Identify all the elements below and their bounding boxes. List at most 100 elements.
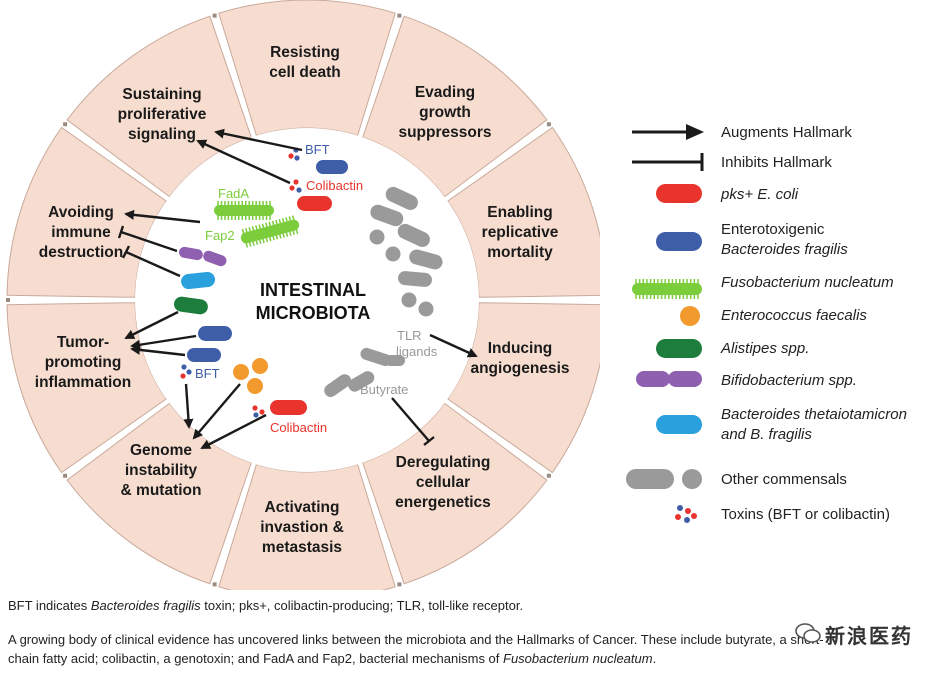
segment-divider-mark	[546, 122, 551, 127]
hallmark-label-evading-growth-suppressors: suppressors	[398, 124, 491, 141]
fusobacterium-icon	[632, 279, 702, 299]
etbf-icon	[656, 232, 702, 251]
legend-text: Other commensals	[721, 471, 847, 488]
footnote-text: Fusobacterium nucleatum	[503, 651, 653, 666]
hallmark-label-resisting-cell-death: Resisting	[270, 44, 340, 61]
legend-text: Alistipes spp.	[721, 340, 810, 357]
segment-divider-mark	[397, 13, 402, 18]
hallmark-label-genome-instability-mutation: Genome	[130, 442, 192, 459]
inhibit-icon	[632, 153, 704, 171]
segment-divider-mark	[63, 122, 68, 127]
hallmark-label-genome-instability-mutation: & mutation	[121, 482, 202, 499]
legend-text: Enterococcus faecalis	[721, 307, 867, 324]
footnote-text: Bacteroides fragilis	[90, 598, 201, 613]
legend-item-alistipes: Alistipes spp.	[626, 336, 941, 376]
pks-ecoli-bacterium	[297, 196, 332, 211]
hallmark-label-enabling-replicative-mortality: Enabling	[487, 204, 552, 221]
hallmark-label-inducing-angiogenesis: Inducing	[488, 340, 553, 357]
commensals-icon	[626, 469, 702, 489]
legend-item-fusobacterium: Fusobacterium nucleatum	[626, 270, 941, 310]
etbf-bacterium	[198, 326, 232, 341]
legend-item-commensals: Other commensals	[626, 466, 941, 506]
footnote-line1: BFT indicates Bacteroides fragilis toxin…	[8, 596, 523, 615]
segment-divider-mark	[212, 582, 217, 587]
bft-label-bottom: BFT	[195, 366, 220, 381]
watermark: 新浪医药	[795, 614, 945, 654]
segment-divider-mark	[63, 473, 68, 478]
hallmark-label-tumor-promoting-inflammation: Tumor-	[57, 334, 109, 351]
arrow-icon	[632, 124, 704, 140]
fusobacterium-bacterium	[214, 201, 274, 220]
legend-text: Fusobacterium nucleatum	[721, 274, 894, 291]
legend-text: Augments Hallmark	[721, 124, 852, 141]
segment-divider-mark	[212, 13, 217, 18]
legend-item-bacteroides-theta: Bacteroides thetaiotamicron and B. fragi…	[626, 405, 941, 445]
legend-text: Inhibits Hallmark	[721, 154, 832, 171]
colibactin-label-bottom: Colibactin	[270, 420, 327, 435]
pks-ecoli-icon	[656, 184, 702, 203]
inhibit-arrows	[117, 225, 435, 446]
footnote-text: .	[652, 651, 657, 666]
legend-item-pks-ecoli: pks+ E. coli	[626, 180, 941, 220]
fusobacterium-bacterium	[240, 215, 300, 248]
toxins-icon	[675, 505, 697, 523]
bifidobacterium-icon	[636, 371, 702, 387]
hallmark-label-genome-instability-mutation: instability	[125, 462, 198, 479]
hallmark-label-inducing-angiogenesis: angiogenesis	[470, 360, 569, 377]
alistipes-icon	[656, 339, 702, 358]
watermark-text: 新浪医药	[825, 626, 913, 648]
pks-ecoli-bacterium	[270, 400, 307, 415]
bacteroides-theta-bacterium	[181, 272, 216, 289]
hallmark-label-deregulating-cellular-energenetics: cellular	[416, 474, 470, 491]
footnote-text: toxin; pks+, colibactin-producing; TLR, …	[200, 598, 524, 613]
hallmark-label-deregulating-cellular-energenetics: energenetics	[395, 494, 491, 511]
legend-item-bifidobacterium: Bifidobacterium spp.	[626, 368, 941, 408]
segment-divider-mark	[397, 582, 402, 587]
center-title-line2: MICROBIOTA	[256, 303, 371, 323]
segment-divider-mark	[6, 298, 10, 302]
enterococcus-bacterium	[233, 358, 268, 394]
legend-text: Bacteroides thetaiotamicron	[721, 406, 907, 423]
hallmark-label-activating-invastion-metastasis: Activating	[265, 499, 340, 516]
hallmark-label-enabling-replicative-mortality: replicative	[482, 224, 559, 241]
other-commensals-cluster	[324, 186, 443, 397]
hallmark-label-enabling-replicative-mortality: mortality	[487, 244, 553, 261]
bacteroides-theta-icon	[656, 415, 702, 434]
footnote-text: BFT indicates	[8, 598, 91, 613]
legend-text: Bifidobacterium spp.	[721, 372, 857, 389]
legend-text: Enterotoxigenic	[721, 221, 825, 238]
legend-text: Toxins (BFT or colibactin)	[721, 506, 890, 523]
legend-item-augments: Augments Hallmark	[626, 118, 941, 158]
tlr-ligands-label-line1: TLR	[397, 328, 422, 343]
etbf-bacterium	[187, 348, 221, 362]
hallmark-label-activating-invastion-metastasis: invastion &	[260, 519, 344, 536]
butyrate-label: Butyrate	[360, 382, 408, 397]
enterococcus-icon	[680, 306, 700, 326]
hallmark-label-deregulating-cellular-energenetics: Deregulating	[396, 454, 491, 471]
fap2-label: Fap2	[205, 228, 235, 243]
bifidobacterium-bacterium	[179, 246, 227, 267]
legend-item-enterococcus: Enterococcus faecalis	[626, 304, 941, 344]
colibactin-toxin-dots-top	[289, 179, 302, 193]
legend-text: pks+ E. coli	[721, 186, 799, 203]
hallmark-label-evading-growth-suppressors: growth	[419, 104, 471, 121]
hallmark-label-resisting-cell-death: cell death	[269, 64, 341, 81]
footnote-line3: chain fatty acid; colibactin, a genotoxi…	[8, 649, 656, 668]
hallmark-label-activating-invastion-metastasis: metastasis	[262, 539, 342, 556]
hallmark-label-tumor-promoting-inflammation: inflammation	[35, 374, 131, 391]
hallmark-label-sustaining-proliferative-signaling: Sustaining	[122, 86, 201, 103]
hallmark-label-sustaining-proliferative-signaling: signaling	[128, 126, 196, 143]
footnote-line2: A growing body of clinical evidence has …	[8, 632, 824, 647]
tlr-ligands-label-line2: ligands	[396, 344, 438, 359]
augment-arrows	[124, 128, 478, 450]
hallmark-label-avoiding-immune-destruction: immune	[51, 224, 111, 241]
bft-toxin-dots-bottom	[180, 364, 192, 379]
hallmark-label-tumor-promoting-inflammation: promoting	[45, 354, 122, 371]
hallmark-label-sustaining-proliferative-signaling: proliferative	[118, 106, 207, 123]
legend-item-toxins: Toxins (BFT or colibactin)	[626, 502, 941, 542]
etbf-bacterium	[316, 160, 348, 174]
legend-item-etbf: Enterotoxigenic Bacteroides fragilis	[626, 220, 941, 260]
colibactin-label-top: Colibactin	[306, 178, 363, 193]
